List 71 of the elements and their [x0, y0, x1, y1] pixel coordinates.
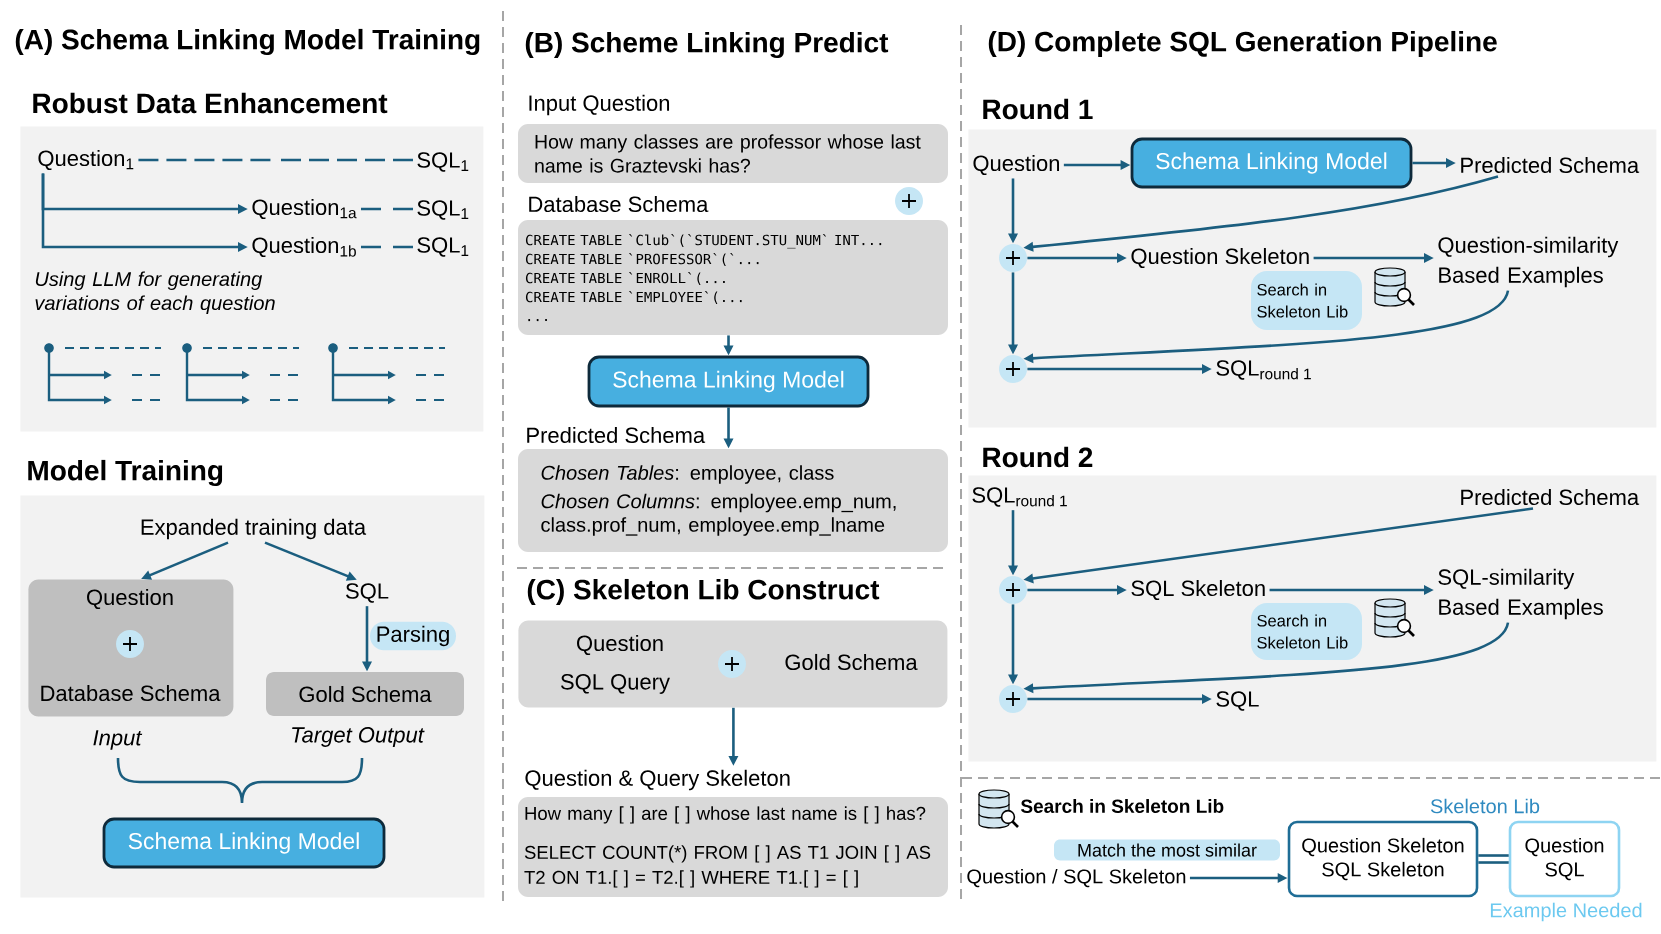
plus-circle — [999, 355, 1027, 383]
text-label: Question / SQL Skeleton — [967, 868, 1186, 888]
dashed-line — [359, 207, 415, 211]
dashed-line — [359, 245, 415, 249]
heading: Predicted Schema — [527, 426, 706, 444]
node-label: SQL Query — [560, 674, 670, 694]
text-box: Chosen Tables: employee, class Chosen Columns: employee.emp_num, class.prof_num, employee.emp_lname — [518, 449, 948, 552]
text-label: SQL-similarity Based Examples — [1438, 568, 1603, 620]
node-label: Gold Schema — [785, 653, 918, 671]
text-box: Question Database Schema — [28, 579, 234, 717]
connector-line — [1478, 854, 1509, 857]
search-tag: Search in Skeleton Lib — [1251, 271, 1362, 330]
node-label: CREATE TABLE `ENROLL`(... — [525, 271, 725, 285]
plus-circle — [999, 576, 1027, 604]
section-heading: Model Training — [28, 459, 223, 487]
text-label: Predicted Schema — [1461, 156, 1640, 174]
text-label: SQL$_{1}$ — [417, 237, 469, 257]
model-box: Schema Linking Model — [587, 355, 870, 408]
section-heading: Round 2 — [983, 446, 1093, 468]
panel-title: (B) Scheme Linking Predict — [525, 31, 889, 59]
text-label: Question$_{1b}$ — [252, 236, 356, 258]
node-label: ... — [528, 319, 547, 322]
model-box: Schema Linking Model — [1130, 137, 1413, 189]
caption-text: Input — [93, 730, 143, 750]
plus-circle — [999, 685, 1027, 713]
node-label: Question — [577, 634, 663, 656]
node-label: CREATE TABLE `Club`(`STUDENT.STU_NUM` INT... — [525, 233, 882, 249]
section-heading: Round 1 — [983, 98, 1093, 120]
note-text: Using LLM for generating variations of each question — [35, 271, 275, 315]
text-label: SQL Skeleton — [1131, 579, 1265, 601]
text-box: Question SQL Query Gold Schema — [518, 620, 948, 708]
panel-title: (D) Complete SQL Generation Pipeline — [988, 30, 1497, 58]
text-label: SQL$_{round 1}$ — [972, 487, 1067, 507]
text-label: Question — [973, 154, 1059, 176]
node-label: Database Schema — [41, 684, 221, 702]
caption-text: Skeleton Lib — [1430, 798, 1540, 814]
text-label: Question Skeleton — [1131, 247, 1309, 269]
text-box: Gold Schema — [266, 672, 464, 716]
node-label: CREATE TABLE `PROFESSOR`(`... — [525, 252, 759, 266]
section-heading: Robust Data Enhancement — [33, 92, 388, 114]
code-box: CREATE TABLE `Club`(`STUDENT.STU_NUM` INT... CREATE TABLE `PROFESSOR`(`... CREATE TABLE `ENROLL`(... CREATE TABLE `EMPLOYEE`(... ... — [518, 220, 948, 335]
search-tag: Search in Skeleton Lib — [1251, 603, 1362, 660]
text-box: Question Skeleton SQL Skeleton — [1287, 820, 1479, 898]
heading: Database Schema — [529, 195, 709, 213]
text-label: Question-similarity Based Examples — [1438, 236, 1619, 288]
model-box: Schema Linking Model — [102, 817, 386, 869]
dashed-line — [137, 158, 415, 162]
caption-text: Target Output — [292, 727, 425, 747]
text-label: SQL$_{1}$ — [417, 152, 469, 172]
connector-line — [1478, 861, 1509, 864]
text-box: Question SQL — [1508, 820, 1621, 898]
edge-label: Match the most similar — [1054, 839, 1280, 861]
text-label: Question$_{1}$ — [38, 149, 134, 171]
heading: Input Question — [529, 94, 670, 116]
heading: Search in Skeleton Lib — [1020, 799, 1224, 813]
node-label: CREATE TABLE `EMPLOYEE`(... — [525, 290, 742, 304]
text-label: SQL$_{1}$ — [417, 200, 469, 220]
caption-text: Example Needed — [1490, 902, 1642, 922]
node-label: Question — [87, 588, 173, 610]
heading: Question & Query Skeleton — [525, 769, 790, 791]
plus-circle — [999, 244, 1027, 272]
panel-title: (A) Schema Linking Model Training — [15, 28, 480, 56]
text-label: Predicted Schema — [1461, 488, 1640, 506]
text-label: Expanded training data — [141, 518, 367, 540]
text-label: SQL — [1216, 691, 1259, 711]
text-label: SQL — [346, 583, 389, 603]
text-label: Question$_{1a}$ — [252, 198, 357, 220]
panel-title: (C) Skeleton Lib Construct — [527, 578, 880, 606]
text-box: How many classes are professor whose last name is Graztevski has? — [518, 124, 948, 183]
text-label: SQL$_{round 1}$ — [1216, 360, 1311, 380]
text-box: How many [ ] are [ ] whose last name is [ ] has? SELECT COUNT(*) FROM [ ] AS T1 JOIN [ ] AS T2 ON T1.[ ] = T2.[ ] WHERE T1.[ ] = [ ] — [518, 797, 948, 897]
